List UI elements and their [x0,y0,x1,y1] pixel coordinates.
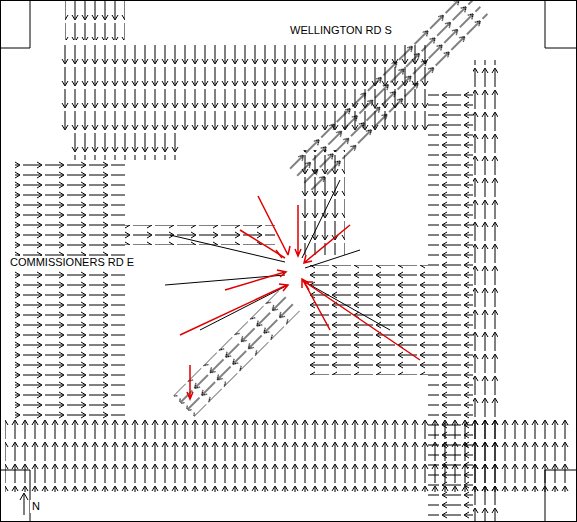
road-name: WELLINGTON RD S [288,24,394,37]
north-label: N [30,500,42,513]
north-arrow [20,493,28,515]
road-name: COMMISSIONERS RD E [8,256,136,269]
